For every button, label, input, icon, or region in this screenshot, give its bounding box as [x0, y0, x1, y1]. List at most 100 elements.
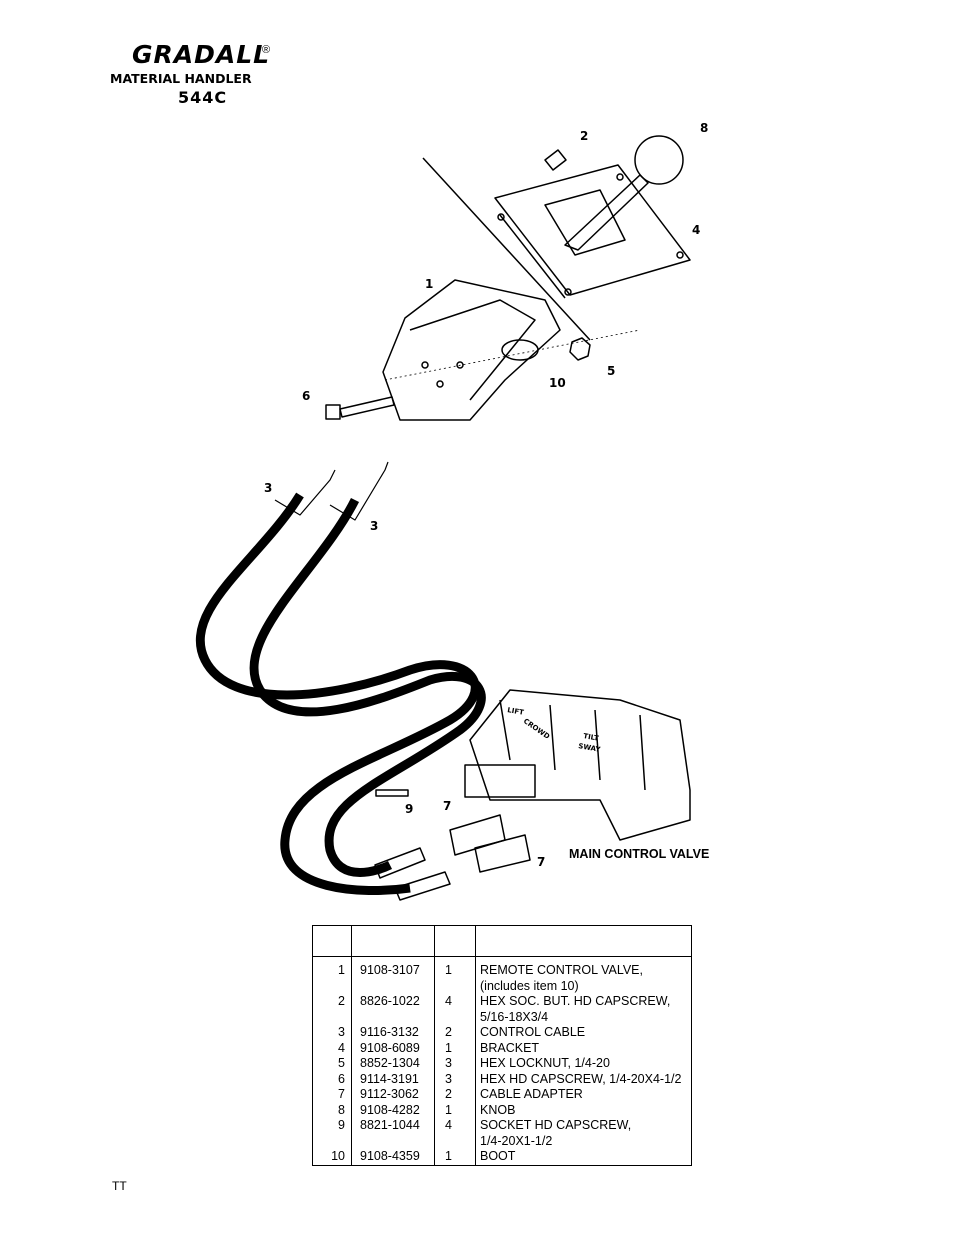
item-number: 9 — [312, 1118, 352, 1149]
svg-text:3: 3 — [264, 481, 272, 495]
description: CONTROL CABLE — [475, 1025, 692, 1041]
item-number: 6 — [312, 1071, 352, 1087]
part-number: 9108-6089 — [351, 1040, 435, 1056]
item-number: 2 — [312, 994, 352, 1025]
description-line-1: HEX HD CAPSCREW, 1/4-20X4-1/2 — [480, 1071, 682, 1086]
svg-text:7: 7 — [537, 855, 545, 869]
description: HEX LOCKNUT, 1/4-20 — [475, 1056, 692, 1072]
description-line-1: KNOB — [480, 1102, 516, 1117]
item-number: 4 — [312, 1040, 352, 1056]
description: CABLE ADAPTER — [475, 1087, 692, 1103]
description: SOCKET HD CAPSCREW,1/4-20X1-1/2 — [475, 1118, 692, 1149]
footer-code: TT — [112, 1179, 127, 1193]
svg-text:5: 5 — [607, 364, 615, 378]
description-line-1: BOOT — [480, 1149, 516, 1163]
quantity: 4 — [434, 1118, 476, 1149]
registered-mark: ® — [262, 44, 271, 56]
svg-text:3: 3 — [370, 519, 378, 533]
description-line-2: (includes item 10) — [480, 978, 579, 993]
cable-adapter-1 — [449, 814, 506, 856]
svg-text:CROWD: CROWD — [522, 717, 551, 741]
description: BRACKET — [475, 1040, 692, 1056]
socket-capscrew-9 — [375, 789, 409, 797]
svg-text:1: 1 — [425, 277, 433, 291]
description-line-2: 1/4-20X1-1/2 — [480, 1133, 553, 1148]
part-number: 9108-3107 — [351, 956, 435, 994]
description: BOOT — [475, 1149, 692, 1165]
control-cable-1 — [195, 492, 480, 896]
item-number: 3 — [312, 1025, 352, 1041]
lever — [564, 174, 649, 251]
main-control-valve — [469, 689, 691, 841]
header-part — [351, 925, 435, 957]
part-number: 9114-3191 — [351, 1071, 435, 1087]
item-number: 10 — [312, 1149, 352, 1165]
model-number: 544C — [178, 88, 228, 107]
description-line-1: REMOTE CONTROL VALVE, — [480, 963, 643, 977]
svg-text:LIFT: LIFT — [507, 706, 525, 717]
control-cable-2 — [249, 497, 486, 877]
hex-capscrew-6 — [325, 404, 341, 420]
cable-end-1 — [374, 847, 426, 879]
header-qty — [434, 925, 476, 957]
knob — [634, 135, 684, 185]
part-number: 8821-1044 — [351, 1118, 435, 1149]
svg-text:6: 6 — [302, 389, 310, 403]
item-number: 1 — [312, 956, 352, 994]
description-line-1: CONTROL CABLE — [480, 1025, 586, 1039]
boot — [501, 339, 539, 361]
header-item — [312, 925, 352, 957]
part-number: 9108-4282 — [351, 1102, 435, 1118]
capscrew-2 — [544, 149, 567, 171]
description: KNOB — [475, 1102, 692, 1118]
description-line-1: BRACKET — [480, 1040, 540, 1055]
remote-control-valve — [382, 279, 561, 421]
brand-name: GRADALL — [132, 40, 271, 69]
description: HEX HD CAPSCREW, 1/4-20X4-1/2 — [475, 1071, 692, 1087]
bracket-plate — [494, 164, 691, 296]
part-number: 8852-1304 — [351, 1056, 435, 1072]
main-control-valve-caption: MAIN CONTROL VALVE — [569, 847, 710, 861]
cable-end-2 — [394, 871, 451, 901]
header-description — [475, 925, 692, 957]
svg-text:4: 4 — [692, 223, 700, 237]
quantity: 2 — [434, 1087, 476, 1103]
quantity: 1 — [434, 1040, 476, 1056]
description-line-1: CABLE ADAPTER — [480, 1087, 583, 1101]
quantity: 4 — [434, 994, 476, 1025]
svg-text:SWAY: SWAY — [578, 742, 602, 754]
item-number: 7 — [312, 1087, 352, 1103]
description-line-1: HEX LOCKNUT, 1/4-20 — [480, 1056, 610, 1070]
svg-text:10: 10 — [549, 376, 566, 390]
item-number: 5 — [312, 1056, 352, 1072]
quantity: 3 — [434, 1056, 476, 1072]
svg-text:8: 8 — [700, 121, 708, 135]
table-header-row — [312, 925, 692, 957]
part-number: 9116-3132 — [351, 1025, 435, 1041]
description-line-1: SOCKET HD CAPSCREW, — [480, 1118, 632, 1132]
hex-locknut — [569, 337, 591, 361]
part-number: 9112-3062 — [351, 1087, 435, 1103]
description: HEX SOC. BUT. HD CAPSCREW,5/16-18X3/4 — [475, 994, 692, 1025]
svg-text:TILT: TILT — [583, 732, 600, 743]
quantity: 1 — [434, 1102, 476, 1118]
quantity: 1 — [434, 1149, 476, 1165]
cable-adapter-2 — [474, 834, 531, 873]
panel-edge-line — [422, 157, 591, 341]
svg-text:9: 9 — [405, 802, 413, 816]
quantity: 1 — [434, 956, 476, 994]
description: REMOTE CONTROL VALVE,(includes item 10) — [475, 956, 692, 994]
svg-text:7: 7 — [443, 799, 451, 813]
part-number: 8826-1022 — [351, 994, 435, 1025]
product-subtitle: MATERIAL HANDLER — [110, 71, 252, 86]
svg-text:2: 2 — [580, 129, 588, 143]
